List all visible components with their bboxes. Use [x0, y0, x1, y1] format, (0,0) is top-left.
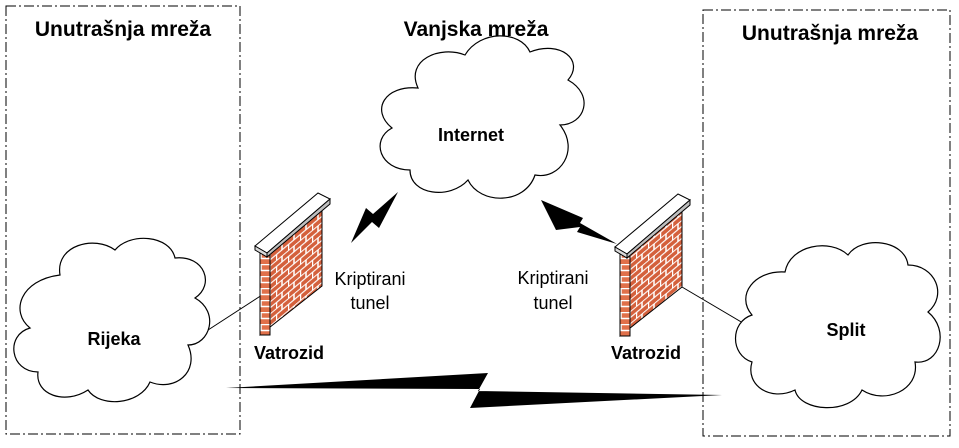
rijeka-label: Rijeka — [87, 329, 141, 349]
split-label: Split — [827, 320, 866, 340]
left-internal-zone — [5, 5, 241, 435]
right-zone-title: Unutrašnja mreža — [742, 22, 919, 45]
right-tunnel-label-line1: Kriptirani — [517, 268, 588, 288]
right-firewall — [614, 193, 691, 338]
bottom-link-bolt — [226, 373, 722, 408]
rijeka-cloud — [13, 237, 211, 403]
left-tunnel-bolt — [351, 192, 398, 243]
right-firewall-label: Vatrozid — [611, 343, 681, 363]
internet-label: Internet — [438, 125, 504, 145]
right-internal-zone — [702, 9, 951, 437]
left-zone-title: Unutrašnja mreža — [35, 18, 212, 41]
left-tunnel-label-line1: Kriptirani — [334, 269, 405, 289]
internet-cloud — [379, 35, 585, 199]
center-zone-title: Vanjska mreža — [404, 18, 549, 41]
left-firewall — [254, 192, 331, 337]
left-firewall-label: Vatrozid — [254, 343, 324, 363]
right-tunnel-bolt — [541, 200, 617, 244]
left-tunnel-label-line2: tunel — [350, 293, 389, 313]
right-tunnel-label-line2: tunel — [533, 293, 572, 313]
split-cloud — [735, 242, 941, 409]
